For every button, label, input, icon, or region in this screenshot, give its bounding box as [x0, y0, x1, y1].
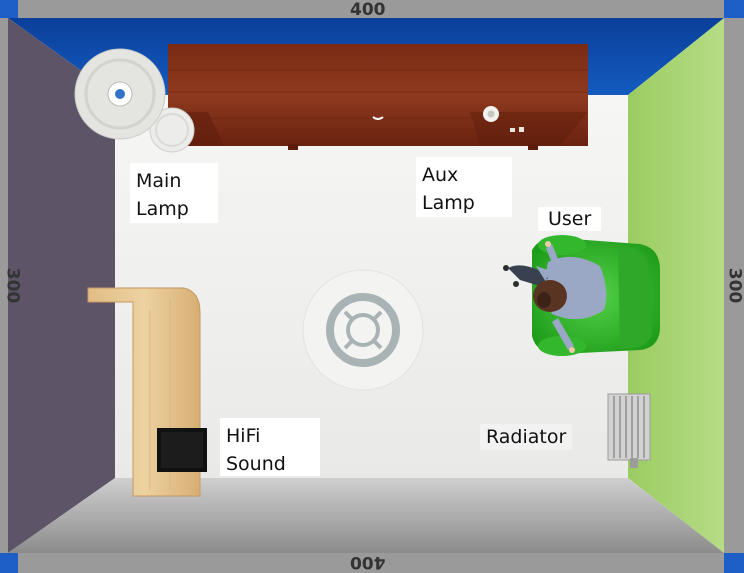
speaker-icon[interactable] — [157, 428, 207, 472]
left-wall — [8, 18, 115, 553]
corner-bottom-right — [724, 553, 744, 573]
dimension-right: 300 — [724, 267, 744, 304]
corner-top-right — [724, 0, 744, 18]
dimension-left: 300 — [2, 267, 23, 304]
main-lamp-label: Main Lamp — [130, 163, 218, 223]
dimension-top: 400 — [350, 0, 386, 20]
dimension-bottom: 400 — [350, 552, 386, 572]
wooden-cabinet-icon[interactable] — [168, 44, 588, 150]
radiator-label: Radiator — [480, 424, 573, 450]
right-wall — [628, 18, 724, 553]
radiator-icon[interactable] — [607, 393, 651, 468]
ceiling-light-icon[interactable] — [302, 269, 424, 391]
aux-lamp-label: Aux Lamp — [416, 157, 512, 217]
floor-lamp-icon[interactable] — [74, 48, 195, 153]
corner-top-left — [0, 0, 18, 18]
user-label: User — [538, 207, 602, 231]
person-icon[interactable] — [503, 241, 607, 353]
corner-bottom-left — [0, 553, 18, 573]
front-wall — [8, 478, 724, 553]
hifi-sound-label: HiFi Sound — [220, 418, 320, 476]
